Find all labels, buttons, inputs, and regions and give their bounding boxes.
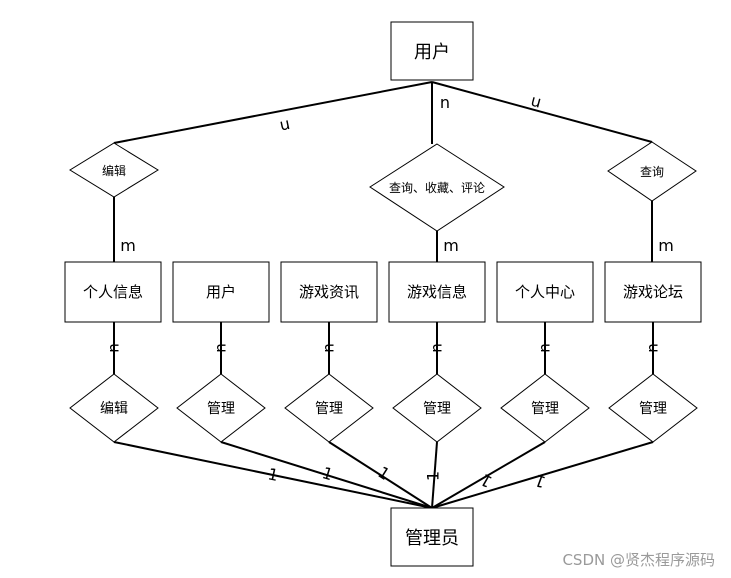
entity-game-news-label: 游戏资讯 (299, 283, 359, 301)
watermark: CSDN @贤杰程序源码 (562, 551, 715, 569)
rel-manage-1-label: 管理 (207, 401, 235, 417)
rel-query-collect-comment-label: 查询、收藏、评论 (389, 181, 485, 195)
line-edit-to-admin (113, 441, 433, 509)
entity-user-info-label: 用户 (206, 283, 236, 301)
line-manage1-to-admin (220, 441, 433, 509)
rel-edit-top-label: 编辑 (102, 163, 126, 178)
card-n-5: n (536, 343, 554, 353)
connector-lines (113, 81, 654, 509)
entity-admin-label: 管理员 (405, 528, 459, 549)
card-user-right: n (528, 93, 543, 114)
card-one-1: 1 (266, 464, 280, 485)
rel-edit-bottom (69, 373, 159, 443)
entity-personal-info-label: 个人信息 (83, 283, 143, 301)
rel-manage-4 (500, 373, 590, 443)
entity-game-forum (604, 261, 702, 323)
line-user-to-query (431, 81, 653, 143)
rel-manage-2 (284, 373, 374, 443)
card-m-left: m (120, 236, 136, 255)
entity-admin (390, 507, 474, 567)
entity-game-info-label: 游戏信息 (407, 283, 467, 301)
line-manage2-to-admin (328, 441, 433, 509)
line-user-to-edit (113, 81, 433, 144)
card-user-left: n (278, 116, 292, 137)
line-manage4-to-admin (431, 441, 546, 509)
entity-personal-center (496, 261, 594, 323)
card-one-2: 1 (320, 463, 335, 484)
entity-game-info (388, 261, 486, 323)
card-one-6: 1 (532, 470, 548, 491)
rel-edit-top (69, 142, 159, 198)
entity-game-news (280, 261, 378, 323)
card-one-4: 1 (424, 471, 443, 481)
entity-user (390, 21, 474, 81)
rel-manage-2-label: 管理 (315, 401, 343, 417)
rel-manage-3-label: 管理 (423, 401, 451, 417)
line-manage3-to-admin (431, 441, 438, 509)
rel-query-top (607, 141, 697, 202)
rel-query-collect-comment (369, 143, 505, 232)
rel-edit-bottom-label: 编辑 (100, 401, 128, 417)
card-n-3: n (320, 343, 338, 353)
line-manage5-to-admin (431, 441, 654, 509)
card-m-right: m (658, 236, 674, 255)
entity-user-label: 用户 (414, 42, 450, 63)
rel-manage-5 (608, 373, 698, 443)
rel-manage-1 (176, 373, 266, 443)
card-m-middle: m (443, 236, 459, 255)
rel-query-top-label: 查询 (640, 165, 664, 179)
rel-manage-4-label: 管理 (531, 401, 559, 417)
entity-personal-center-label: 个人中心 (515, 283, 575, 301)
card-n-1: n (105, 343, 123, 353)
card-n-2: n (212, 343, 230, 353)
entity-personal-info (64, 261, 162, 323)
card-n-6: n (644, 343, 662, 353)
rel-manage-3 (392, 373, 482, 443)
entity-game-forum-label: 游戏论坛 (623, 283, 683, 301)
rel-manage-5-label: 管理 (639, 401, 667, 417)
entity-user-info (172, 261, 270, 323)
card-n-4: n (428, 343, 446, 353)
card-user-middle: n (440, 93, 450, 112)
